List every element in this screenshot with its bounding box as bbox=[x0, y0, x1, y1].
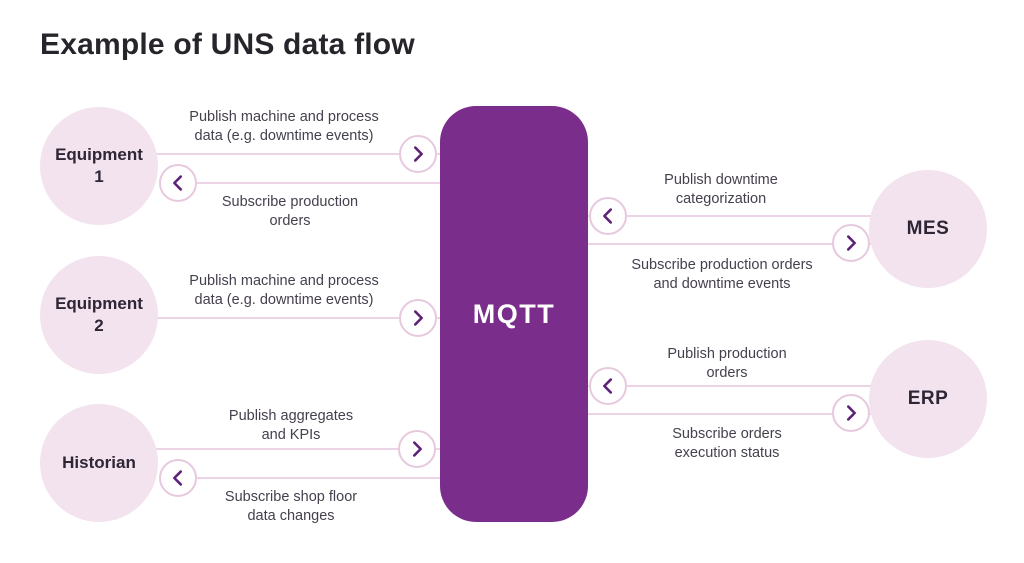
chevron-left-icon bbox=[603, 208, 613, 224]
node-historian-label: Historian bbox=[62, 452, 136, 472]
flow-label-historian-subscribe: Subscribe shop floor data changes bbox=[224, 489, 358, 524]
arrow-badge-mes-subscribe bbox=[832, 224, 870, 262]
flow-label-historian-publish: Publish aggregates and KPIs bbox=[228, 408, 354, 443]
node-historian: Historian bbox=[40, 404, 158, 522]
arrow-badge-equipment1-publish bbox=[399, 135, 437, 173]
connector-line-erp-publish bbox=[588, 385, 888, 387]
chevron-right-icon bbox=[413, 310, 423, 326]
flow-label-equipment1-subscribe: Subscribe production orders bbox=[221, 194, 359, 229]
chevron-left-icon bbox=[173, 470, 183, 486]
node-mes: MES bbox=[869, 170, 987, 288]
node-mes-label: MES bbox=[906, 217, 950, 239]
chevron-right-icon bbox=[413, 146, 423, 162]
chevron-left-icon bbox=[603, 378, 613, 394]
flow-label-mes-subscribe: Subscribe production orders and downtime… bbox=[631, 257, 813, 292]
chevron-left-icon bbox=[173, 175, 183, 191]
arrow-badge-erp-publish bbox=[589, 367, 627, 405]
chevron-right-icon bbox=[846, 235, 856, 251]
node-equipment-1: Equipment 1 bbox=[40, 107, 158, 225]
flow-label-mes-publish: Publish downtime categorization bbox=[664, 172, 778, 207]
mqtt-hub-label: MQTT bbox=[472, 298, 556, 329]
connector-line-equipment1-publish bbox=[130, 153, 440, 155]
arrow-badge-historian-subscribe bbox=[159, 459, 197, 497]
node-erp: ERP bbox=[869, 340, 987, 458]
arrow-badge-erp-subscribe bbox=[832, 394, 870, 432]
flow-label-erp-subscribe: Subscribe orders execution status bbox=[672, 426, 782, 461]
arrow-badge-historian-publish bbox=[398, 430, 436, 468]
mqtt-hub: MQTT bbox=[440, 106, 588, 522]
node-erp-label: ERP bbox=[907, 387, 949, 409]
node-equipment-1-label: Equipment 1 bbox=[55, 144, 143, 186]
arrow-badge-mes-publish bbox=[589, 197, 627, 235]
connector-line-equipment1-subscribe bbox=[160, 182, 440, 184]
connector-line-erp-subscribe bbox=[588, 413, 878, 415]
node-equipment-2-label: Equipment 2 bbox=[55, 293, 143, 335]
flow-label-equipment2-publish: Publish machine and process data (e.g. d… bbox=[189, 273, 379, 308]
arrow-badge-equipment1-subscribe bbox=[159, 164, 197, 202]
connector-line-historian-publish bbox=[130, 448, 440, 450]
connector-line-mes-publish bbox=[588, 215, 888, 217]
flow-label-equipment1-publish: Publish machine and process data (e.g. d… bbox=[189, 109, 379, 144]
connector-line-equipment2-publish bbox=[130, 317, 440, 319]
diagram-title: Example of UNS data flow bbox=[40, 28, 415, 61]
arrow-badge-equipment2-publish bbox=[399, 299, 437, 337]
node-equipment-2: Equipment 2 bbox=[40, 256, 158, 374]
chevron-right-icon bbox=[412, 441, 422, 457]
chevron-right-icon bbox=[846, 405, 856, 421]
connector-line-mes-subscribe bbox=[588, 243, 878, 245]
flow-label-erp-publish: Publish production orders bbox=[667, 346, 787, 381]
connector-line-historian-subscribe bbox=[160, 477, 440, 479]
